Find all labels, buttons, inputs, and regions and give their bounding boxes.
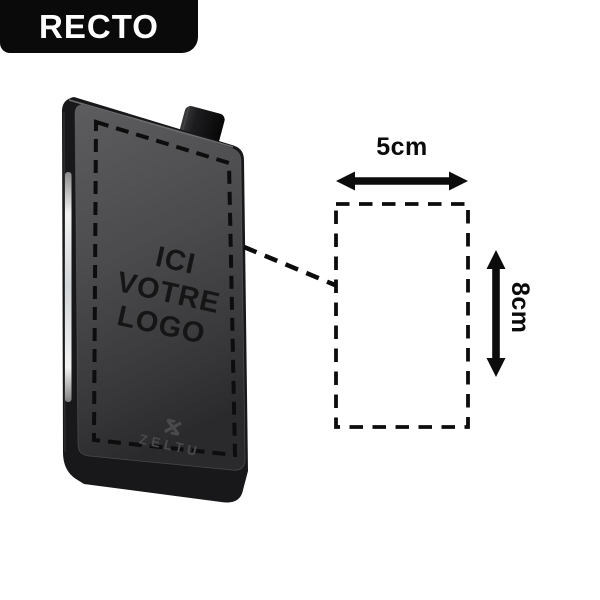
height-label: 8cm <box>506 282 534 334</box>
device-face <box>74 103 246 471</box>
recto-label: RECTO <box>0 0 198 53</box>
battery-window <box>65 172 72 402</box>
connector-dashed-line <box>243 244 336 288</box>
zeltu-monogram-icon <box>164 418 182 436</box>
left-bevel-highlight <box>63 111 66 453</box>
on-device-print-zone-dashes <box>91 119 238 458</box>
vape-device-illustration: ICI VOTRE LOGO ZELTU <box>62 97 248 503</box>
print-area-rectangle <box>334 202 470 429</box>
width-arrow-icon <box>336 171 468 191</box>
recto-label-text: RECTO <box>39 8 159 45</box>
height-arrow-icon <box>486 250 506 377</box>
width-label: 5cm <box>376 133 428 161</box>
